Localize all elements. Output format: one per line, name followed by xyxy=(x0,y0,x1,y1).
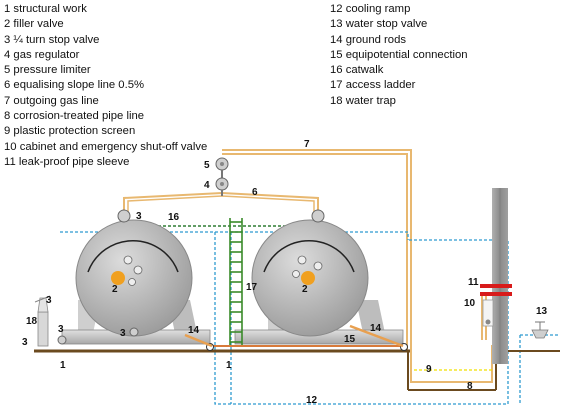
access-ladder xyxy=(229,218,243,345)
legend-item: 5 pressure limiter xyxy=(4,64,91,77)
callout-7: 7 xyxy=(304,139,310,150)
legend-item: 6 equalising slope line 0.5% xyxy=(4,79,145,92)
callout-16: 16 xyxy=(168,212,180,223)
water-trap xyxy=(34,295,51,347)
legend-item: 10 cabinet and emergency shut-off valve xyxy=(4,140,208,153)
ground-rod xyxy=(184,333,213,348)
legend-item: 4 gas regulator xyxy=(4,48,80,61)
legend-item: 8 corrosion-treated pipe line xyxy=(4,110,145,123)
callout-15: 15 xyxy=(344,334,356,345)
filler-valve-icon xyxy=(111,271,125,285)
callout-2: 2 xyxy=(302,284,308,295)
building-wall xyxy=(492,188,508,364)
callout-3: 3 xyxy=(46,295,52,306)
legend-item: 13 water stop valve xyxy=(330,18,428,31)
callout-3: 3 xyxy=(22,337,28,348)
callout-3: 3 xyxy=(120,328,126,339)
leak-proof-pipe-sleeve xyxy=(480,284,512,296)
equalising-slope-line xyxy=(123,190,319,212)
cooling-ramp xyxy=(60,231,521,405)
callout-1: 1 xyxy=(60,360,66,371)
callout-4: 4 xyxy=(204,180,210,191)
legend-item: 18 water trap xyxy=(330,94,396,107)
equipotential-connection xyxy=(206,343,408,351)
legend-left: 1 structural work 2 filler valve 3 ¼ tur… xyxy=(4,2,209,170)
legend-item: 17 access ladder xyxy=(330,79,416,92)
callout-12: 12 xyxy=(306,395,318,406)
gas-regulator xyxy=(215,177,229,191)
callout-17: 17 xyxy=(246,282,258,293)
legend-item: 2 filler valve xyxy=(4,18,64,31)
legend-item: 14 ground rods xyxy=(330,33,406,46)
outgoing-gas-line xyxy=(222,149,412,350)
legend-item: 7 outgoing gas line xyxy=(4,94,99,107)
callout-5: 5 xyxy=(204,160,210,171)
legend-item: 12 cooling ramp xyxy=(330,3,411,15)
callout-6: 6 xyxy=(252,187,258,198)
callout-3: 3 xyxy=(58,324,64,335)
callout-14: 14 xyxy=(370,323,382,334)
callout-18: 18 xyxy=(26,316,38,327)
legend-item: 16 catwalk xyxy=(330,64,384,77)
legend-item: 11 leak-proof pipe sleeve xyxy=(4,155,130,168)
cabinet-shutoff-valve xyxy=(481,296,494,340)
callout-8: 8 xyxy=(467,381,473,392)
callout-3: 3 xyxy=(136,211,142,222)
stop-valve-icon xyxy=(57,335,67,345)
filler-valve-icon xyxy=(301,271,315,285)
legend-item: 9 plastic protection screen xyxy=(4,125,136,138)
callout-1: 1 xyxy=(226,360,232,371)
callout-13: 13 xyxy=(536,306,548,317)
callout-10: 10 xyxy=(464,298,476,309)
callout-9: 9 xyxy=(426,364,432,375)
tank-left xyxy=(61,209,211,345)
legend-right: 12 cooling ramp 13 water stop valve 14 g… xyxy=(330,2,560,109)
callout-2: 2 xyxy=(112,284,118,295)
water-stop-valve xyxy=(520,321,560,339)
corrosion-treated-pipe xyxy=(410,345,493,383)
legend-item: 3 ¼ turn stop valve xyxy=(4,33,100,46)
ground-rod xyxy=(349,324,404,348)
tank-right xyxy=(234,209,404,345)
callout-14: 14 xyxy=(188,325,200,336)
callout-11: 11 xyxy=(468,277,479,288)
callout-labels: 7 5 4 6 3 16 2 2 17 3 18 3 3 3 14 14 15 … xyxy=(22,139,548,406)
pressure-limiter xyxy=(215,157,229,171)
legend-item: 15 equipotential connection xyxy=(330,48,468,61)
legend-item: 1 structural work xyxy=(4,3,87,15)
